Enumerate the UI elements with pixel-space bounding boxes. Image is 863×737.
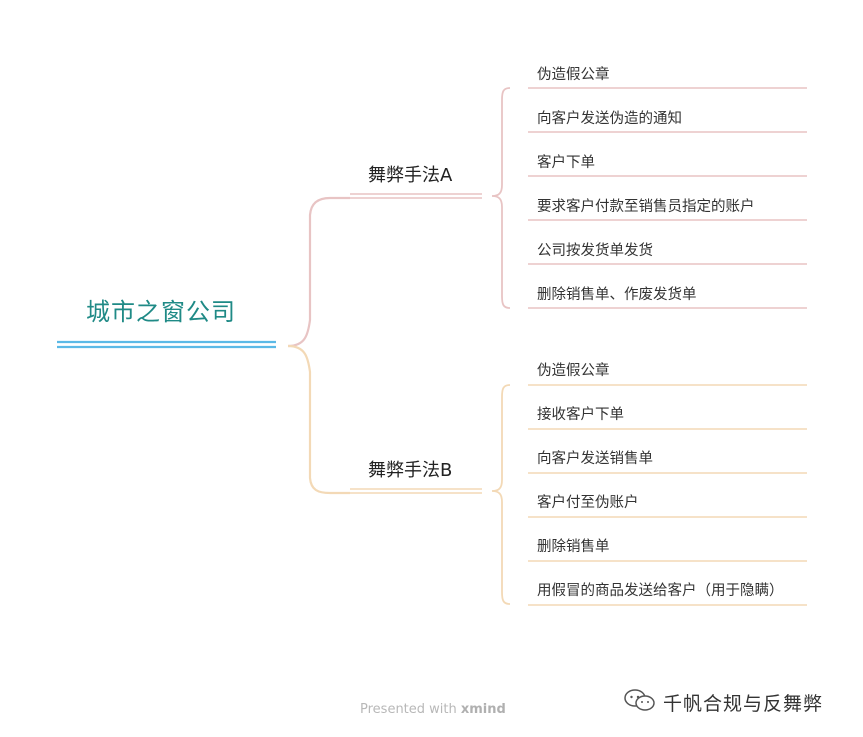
root-topic[interactable]: 城市之窗公司	[86, 298, 236, 326]
leaf-topic[interactable]: 伪造假公章	[537, 363, 610, 379]
leaf-topic[interactable]: 接收客户下单	[537, 407, 624, 423]
wechat-icon	[623, 688, 657, 716]
leaf-underlines-branch-a	[528, 87, 807, 309]
leaf-topic[interactable]: 用假冒的商品发送给客户（用于隐瞒）	[537, 583, 784, 599]
leaf-topic[interactable]: 删除销售单	[537, 539, 610, 555]
leaf-topic[interactable]: 客户下单	[537, 155, 595, 171]
brace-branch-a	[491, 87, 511, 309]
connector-root-branch-a	[287, 196, 350, 348]
footer-prefix: Presented with	[360, 702, 461, 717]
watermark: 千帆合规与反舞弊	[623, 688, 823, 716]
xmind-brand: xmind	[460, 702, 506, 717]
leaf-underlines-branch-b	[528, 384, 807, 606]
leaf-topic[interactable]: 伪造假公章	[537, 67, 610, 83]
leaf-topic[interactable]: 要求客户付款至销售员指定的账户	[537, 199, 755, 215]
presented-with-footer: Presented with xmind	[360, 702, 506, 717]
brace-branch-b	[491, 384, 511, 605]
leaf-topic[interactable]: 公司按发货单发货	[537, 243, 653, 259]
watermark-text: 千帆合规与反舞弊	[663, 692, 824, 715]
leaf-topic[interactable]: 向客户发送伪造的通知	[537, 111, 682, 127]
branch-topic-a[interactable]: 舞弊手法A	[368, 165, 453, 186]
connector-root-branch-b	[287, 344, 350, 495]
branch-topic-b[interactable]: 舞弊手法B	[368, 460, 453, 481]
leaf-topic[interactable]: 客户付至伪账户	[537, 495, 639, 511]
leaf-topic[interactable]: 删除销售单、作废发货单	[537, 287, 697, 303]
leaf-topic[interactable]: 向客户发送销售单	[537, 451, 653, 467]
